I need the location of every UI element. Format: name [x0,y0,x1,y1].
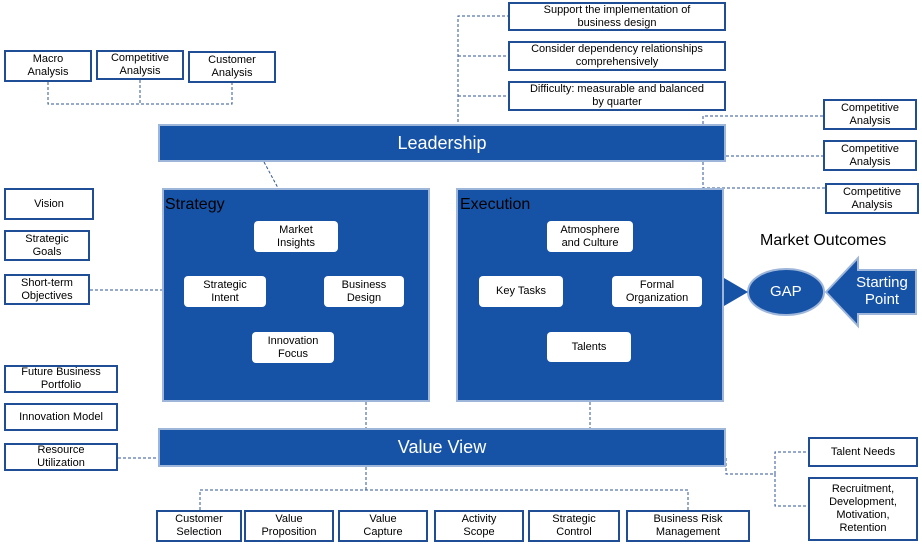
market-outcomes-label: Market Outcomes [760,232,887,249]
strategy-title: Strategy [165,196,225,213]
node-key-tasks: Key Tasks [479,276,563,307]
execution-gap-link [724,278,748,306]
box-vision: Vision [4,188,94,220]
starting-point-label: Starting Point [856,274,908,308]
node-atmosphere-culture: Atmosphere and Culture [547,221,633,252]
box-right-competitive-2: Competitive Analysis [823,140,917,171]
box-right-competitive-1: Competitive Analysis [823,99,917,130]
node-strategic-intent: Strategic Intent [184,276,266,307]
box-business-risk-management: Business Risk Management [626,510,750,542]
box-recruitment: Recruitment, Development, Motivation, Re… [808,477,918,541]
connector-right-bottom [725,458,808,507]
connector-leadership-strategy [263,161,279,189]
box-short-term-objectives: Short-term Objectives [4,274,90,305]
gap-label: GAP [770,283,802,300]
box-activity-scope: Activity Scope [434,510,524,542]
box-resource-utilization: Resource Utilization [4,443,118,471]
box-strategic-goals: Strategic Goals [4,230,90,261]
node-market-insights: Market Insights [254,221,338,252]
connector-talent-needs [774,451,808,474]
leadership-bar: Leadership [158,124,726,162]
connector-top-notes [457,15,508,127]
box-right-competitive-3: Competitive Analysis [825,183,919,214]
node-talents: Talents [547,332,631,362]
box-customer-selection: Customer Selection [156,510,242,542]
starting-point-arrow [824,255,917,329]
node-formal-organization: Formal Organization [612,276,702,307]
node-business-design: Business Design [324,276,404,307]
box-strategic-control: Strategic Control [528,510,620,542]
box-talent-needs: Talent Needs [808,437,918,467]
box-future-business-portfolio: Future Business Portfolio [4,365,118,393]
note-dependency: Consider dependency relationships compre… [508,41,726,71]
value-view-bar: Value View [158,428,726,467]
box-value-capture: Value Capture [338,510,428,542]
box-competitive-analysis: Competitive Analysis [96,50,184,80]
box-value-proposition: Value Proposition [244,510,334,542]
connector-bottom-bracket [199,489,689,510]
connector-right-analysis-3 [702,162,825,189]
connector-analysis-bracket [47,82,233,105]
box-innovation-model: Innovation Model [4,403,118,431]
note-difficulty: Difficulty: measurable and balanced by q… [508,81,726,111]
execution-title: Execution [460,196,531,213]
connector-right-analysis-1 [702,115,823,124]
note-implementation: Support the implementation of business d… [508,2,726,31]
node-innovation-focus: Innovation Focus [252,332,334,363]
box-customer-analysis: Customer Analysis [188,51,276,83]
box-macro-analysis: Macro Analysis [4,50,92,82]
